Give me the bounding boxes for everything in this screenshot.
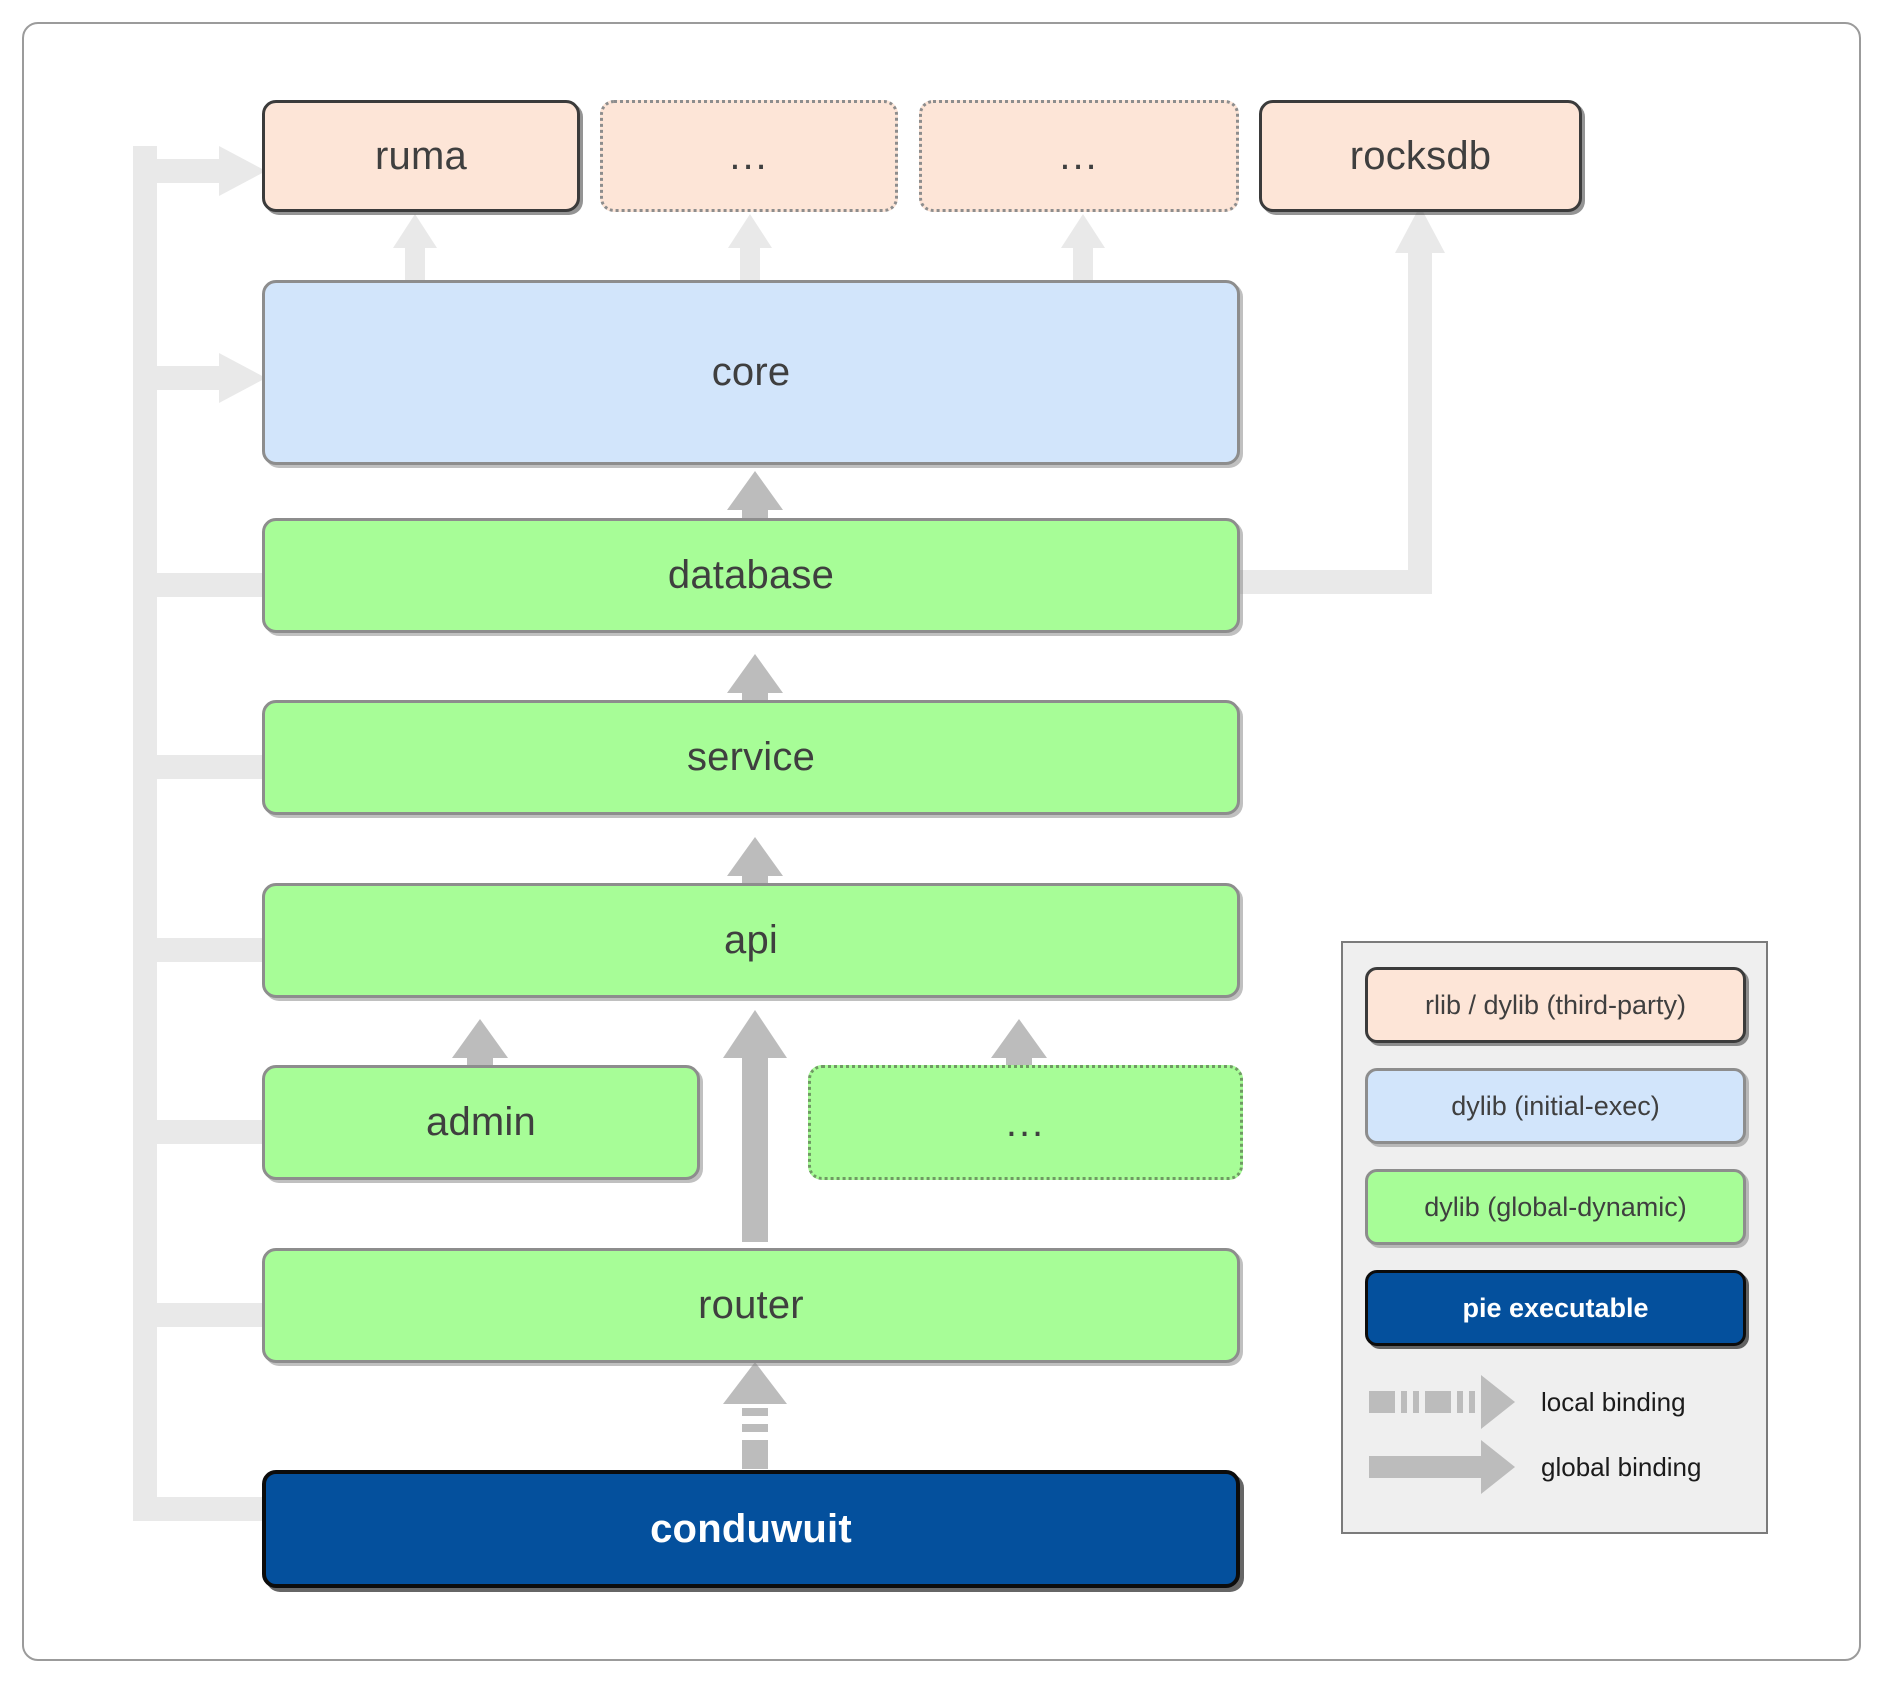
legend-item-dylib-initial-exec: dylib (initial-exec) — [1365, 1068, 1746, 1144]
legend-binding-global-label: global binding — [1541, 1451, 1702, 1482]
node-ellipsis-3-label: ... — [1005, 1100, 1046, 1145]
node-admin[interactable]: admin — [262, 1065, 700, 1180]
node-ellipsis-2-label: ... — [1059, 134, 1099, 178]
legend-item-rlib-dylib-third-party: rlib / dylib (third-party) — [1365, 967, 1746, 1043]
node-ellipsis-2[interactable]: ... — [919, 100, 1239, 212]
legend-item-pie-executable: pie executable — [1365, 1270, 1746, 1346]
node-ruma-label: ruma — [375, 133, 467, 178]
node-admin-label: admin — [426, 1100, 536, 1144]
local-binding-arrow-icon — [1365, 1373, 1515, 1431]
legend-panel: rlib / dylib (third-party) dylib (initia… — [1341, 941, 1768, 1534]
legend-item-dylib-initial-exec-label: dylib (initial-exec) — [1451, 1090, 1660, 1121]
node-ellipsis-1-label: ... — [729, 134, 769, 178]
node-api-label: api — [724, 918, 778, 962]
node-ruma[interactable]: ruma — [262, 100, 580, 212]
node-service-label: service — [686, 735, 816, 779]
legend-item-dylib-global-dynamic-label: dylib (global-dynamic) — [1424, 1191, 1687, 1222]
legend-binding-local-label: local binding — [1541, 1386, 1686, 1417]
node-rocksdb[interactable]: rocksdb — [1259, 100, 1582, 212]
legend-item-pie-executable-label: pie executable — [1462, 1292, 1649, 1323]
node-ellipsis-1[interactable]: ... — [600, 100, 898, 212]
legend-item-rlib-dylib-third-party-label: rlib / dylib (third-party) — [1424, 989, 1687, 1020]
legend-item-dylib-global-dynamic: dylib (global-dynamic) — [1365, 1169, 1746, 1245]
node-conduwuit-label: conduwuit — [650, 1506, 852, 1551]
node-rocksdb-label: rocksdb — [1349, 133, 1492, 178]
node-database[interactable]: database — [262, 518, 1240, 633]
node-router-label: router — [698, 1283, 804, 1327]
node-api[interactable]: api — [262, 883, 1240, 998]
node-core-label: core — [711, 350, 791, 394]
legend-binding-local: local binding — [1365, 1373, 1746, 1431]
legend-binding-global: global binding — [1365, 1438, 1746, 1496]
node-ellipsis-3[interactable]: ... — [808, 1065, 1243, 1180]
global-binding-arrow-icon — [1365, 1438, 1515, 1496]
node-conduwuit[interactable]: conduwuit — [262, 1470, 1240, 1588]
node-database-label: database — [667, 553, 835, 597]
node-service[interactable]: service — [262, 700, 1240, 815]
node-router[interactable]: router — [262, 1248, 1240, 1363]
node-core[interactable]: core — [262, 280, 1240, 465]
